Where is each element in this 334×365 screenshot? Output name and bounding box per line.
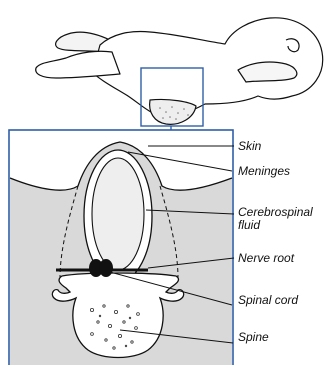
baby-illustration (36, 18, 323, 124)
csf-region (92, 158, 144, 270)
baby-lesion-sac (150, 99, 196, 124)
label-spine: Spine (238, 331, 269, 343)
label-skin: Skin (238, 140, 261, 152)
label-nerve-root: Nerve root (238, 252, 294, 264)
label-spinal-cord: Spinal cord (238, 294, 298, 306)
label-meninges: Meninges (238, 165, 290, 177)
label-csf-line2: fluid (238, 219, 260, 231)
baby-near-leg (36, 51, 120, 78)
label-csf-line1: Cerebrospinal (238, 206, 313, 218)
spinal-cord-right (99, 259, 113, 277)
